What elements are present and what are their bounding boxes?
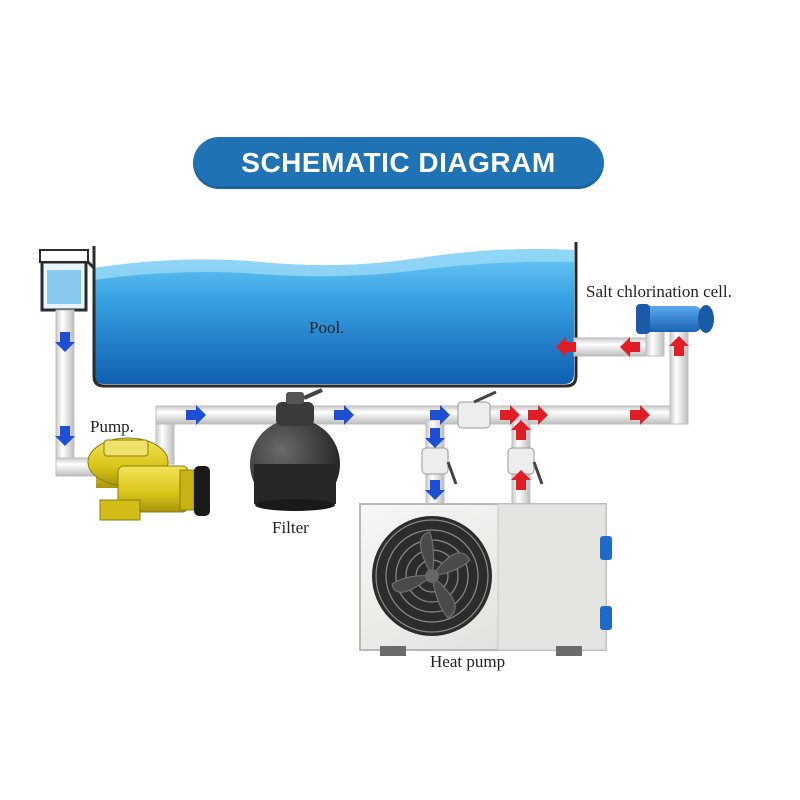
heat-pump-unit <box>359 503 612 656</box>
flow-arrow-right-4 <box>500 405 520 425</box>
flow-arrow-down-1 <box>55 332 75 352</box>
hot-flow-arrows <box>500 336 689 490</box>
pool-label: Pool. <box>309 318 345 337</box>
filter <box>250 388 340 511</box>
salt-cell-label: Salt chlorination cell. <box>586 282 732 301</box>
pump-label: Pump. <box>90 417 134 436</box>
flow-arrow-right-6 <box>630 405 650 425</box>
flow-arrow-down-4 <box>425 480 445 500</box>
title-banner: SCHEMATIC DIAGRAM <box>193 137 604 189</box>
flow-arrow-down-3 <box>425 428 445 448</box>
salt-chlorination-cell <box>636 304 714 334</box>
flow-arrow-left-2 <box>556 337 576 357</box>
diagram-title: SCHEMATIC DIAGRAM <box>241 147 556 178</box>
pool <box>92 242 578 388</box>
heat-pump-label: Heat pump <box>430 652 506 671</box>
flow-arrow-up-3 <box>669 336 689 356</box>
flow-arrow-down-2 <box>55 426 75 446</box>
flow-arrow-left-1 <box>620 337 640 357</box>
flow-arrow-right-2 <box>334 405 354 425</box>
flow-arrow-right-5 <box>528 405 548 425</box>
flow-arrow-up-2 <box>511 420 531 440</box>
cold-flow-arrows <box>55 332 450 500</box>
flow-arrow-up-1 <box>511 470 531 490</box>
filter-label: Filter <box>272 518 309 537</box>
flow-arrow-right-1 <box>186 405 206 425</box>
flow-arrow-right-3 <box>430 405 450 425</box>
skimmer <box>39 249 96 312</box>
pump <box>87 437 210 521</box>
